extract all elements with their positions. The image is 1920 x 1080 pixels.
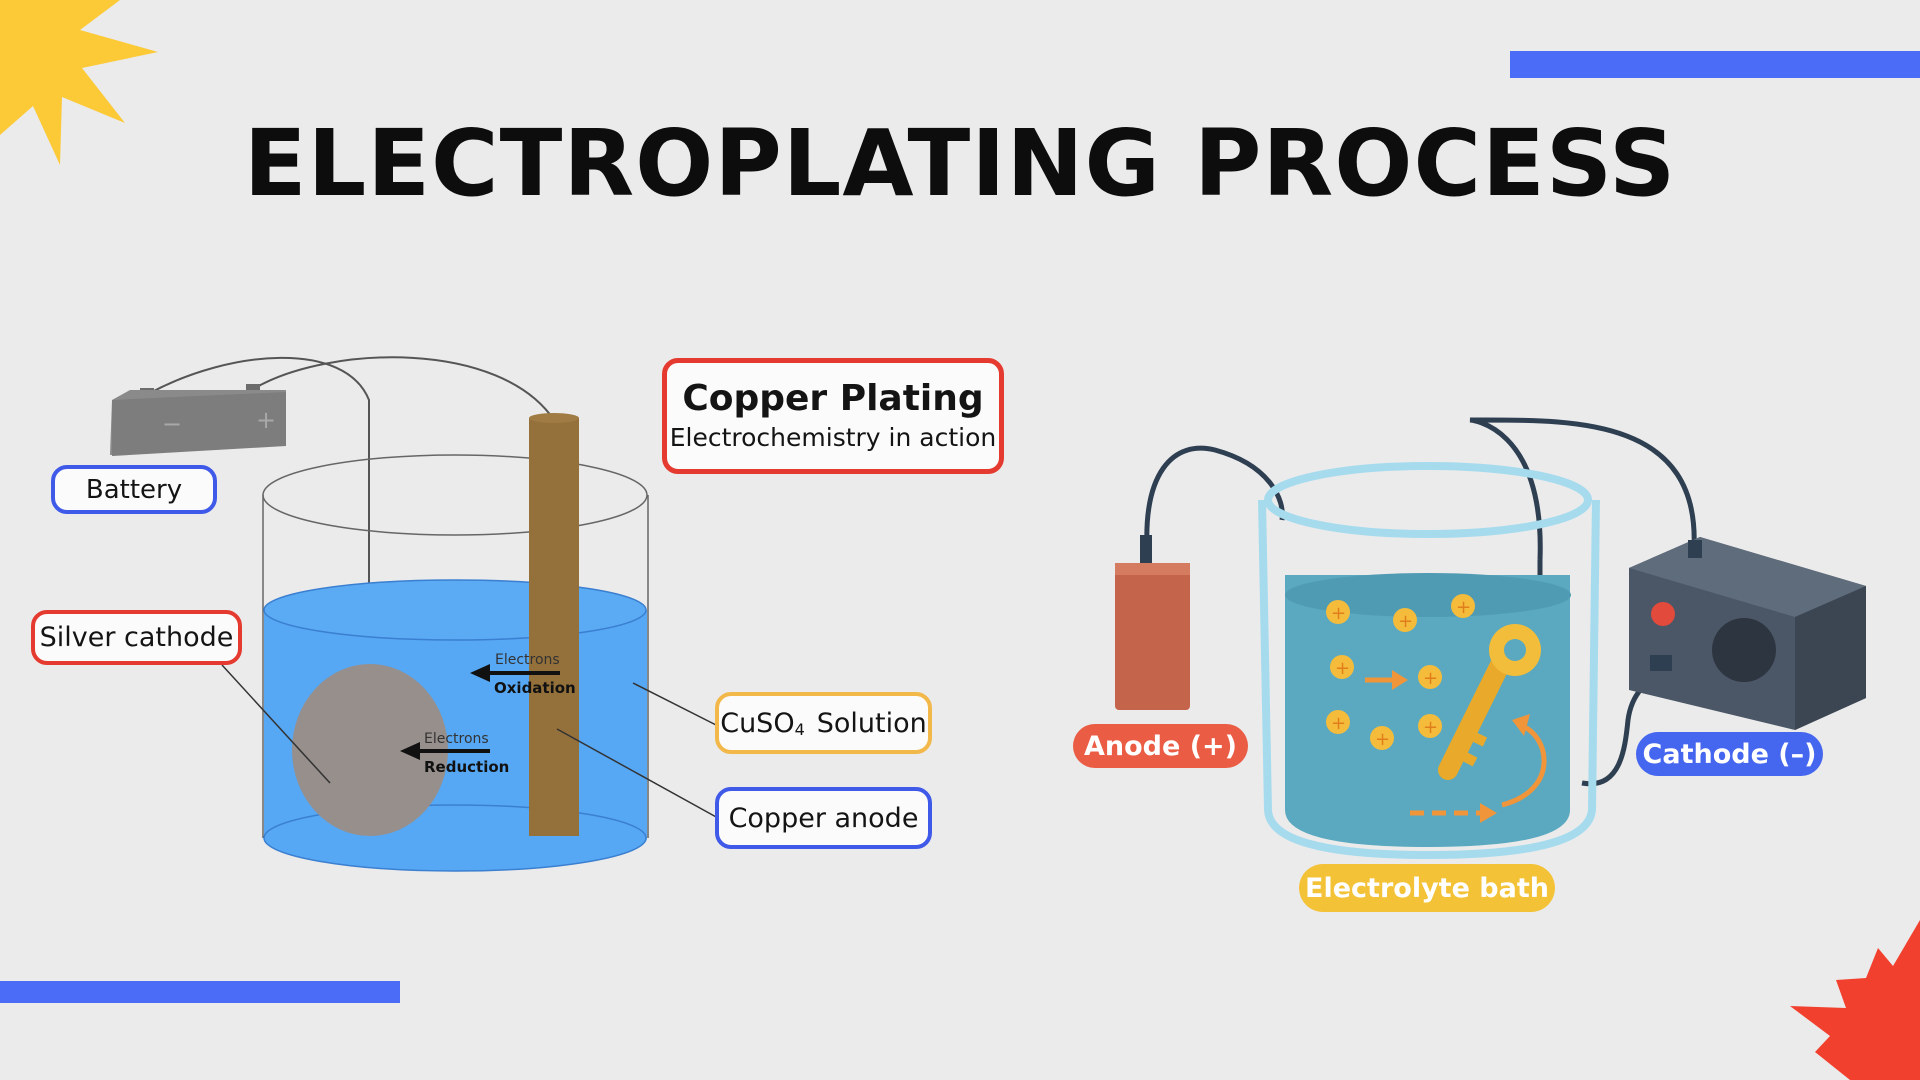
- power-supply-icon: [1629, 537, 1866, 730]
- curved-arrow-head: [1512, 714, 1530, 736]
- oxidation-electrons-text: Electrons: [495, 652, 560, 668]
- anode-wire: [1144, 445, 1285, 564]
- anode-block-icon: [1115, 535, 1190, 710]
- battery-icon: − +: [110, 384, 286, 456]
- reduction-arrow: [400, 742, 490, 760]
- electrolyte-bath-label: Electrolyte bath: [1299, 864, 1555, 912]
- red-burst-decoration: [1790, 920, 1920, 1080]
- copper-anode-label: Copper anode: [715, 787, 932, 849]
- cathode-label: Cathode (–): [1636, 732, 1823, 776]
- solution-leader-line: [632, 682, 721, 728]
- ion-symbol-7: +: [1375, 729, 1390, 750]
- anode-label-text: Anode (+): [1083, 730, 1237, 762]
- ion-symbol-3: +: [1456, 597, 1471, 618]
- bottom-accent-bar: [0, 981, 400, 1003]
- cathode-label-text: Cathode (–): [1642, 738, 1817, 770]
- battery-label-text: Battery: [85, 474, 183, 505]
- oxidation-text: Oxidation: [494, 679, 576, 697]
- solution-formula-sub: 4: [794, 719, 805, 739]
- silver-cathode-label: Silver cathode: [31, 610, 242, 665]
- reduction-electrons-text: Electrons: [424, 731, 489, 747]
- ion-symbol-5: +: [1423, 668, 1438, 689]
- info-box-title: Copper Plating: [682, 378, 984, 419]
- cathode-wire-top: [1469, 417, 1697, 561]
- cathode-leader-line: [221, 664, 331, 784]
- anode-label: Anode (+): [1073, 724, 1248, 768]
- oxidation-arrow: [470, 664, 560, 682]
- solution-formula-main: CuSO: [720, 707, 795, 739]
- ion-particles: + + + + + + + +: [1326, 594, 1475, 750]
- bath-beaker: [1258, 462, 1600, 860]
- silver-cathode-disc: [292, 664, 448, 836]
- info-box-subtitle: Electrochemistry in action: [669, 423, 997, 452]
- copper-anode-rod: [529, 413, 579, 836]
- slide-title: ELECTROPLATING PROCESS: [243, 110, 1677, 217]
- dashed-flow-arrow-icon: [1410, 803, 1497, 823]
- ion-symbol-4: +: [1335, 658, 1350, 679]
- top-accent-bar: [1510, 51, 1920, 78]
- wire-to-anode: [254, 356, 555, 421]
- ion-symbol-1: +: [1331, 603, 1346, 624]
- battery-plus-sign: +: [256, 406, 276, 434]
- ion-symbol-6: +: [1331, 713, 1346, 734]
- copper-plating-info-box: Copper Plating Electrochemistry in actio…: [662, 358, 1004, 474]
- reduction-text: Reduction: [424, 758, 509, 776]
- curved-arrow-icon: [1501, 722, 1547, 808]
- yellow-burst-decoration: [0, 0, 158, 165]
- battery-label: Battery: [51, 465, 217, 514]
- wire-to-cathode: [149, 356, 370, 680]
- silver-cathode-label-text: Silver cathode: [39, 622, 234, 653]
- electrolyte-bath-label-text: Electrolyte bath: [1305, 872, 1549, 904]
- ion-symbol-8: +: [1423, 717, 1438, 738]
- ion-symbol-2: +: [1398, 611, 1413, 632]
- battery-minus-sign: −: [162, 410, 182, 438]
- key-icon: [1438, 624, 1541, 780]
- copper-anode-label-text: Copper anode: [728, 802, 919, 834]
- ion-flow-arrow-icon: [1365, 670, 1408, 690]
- anode-leader-line: [556, 728, 719, 819]
- solution-word: Solution: [816, 707, 927, 739]
